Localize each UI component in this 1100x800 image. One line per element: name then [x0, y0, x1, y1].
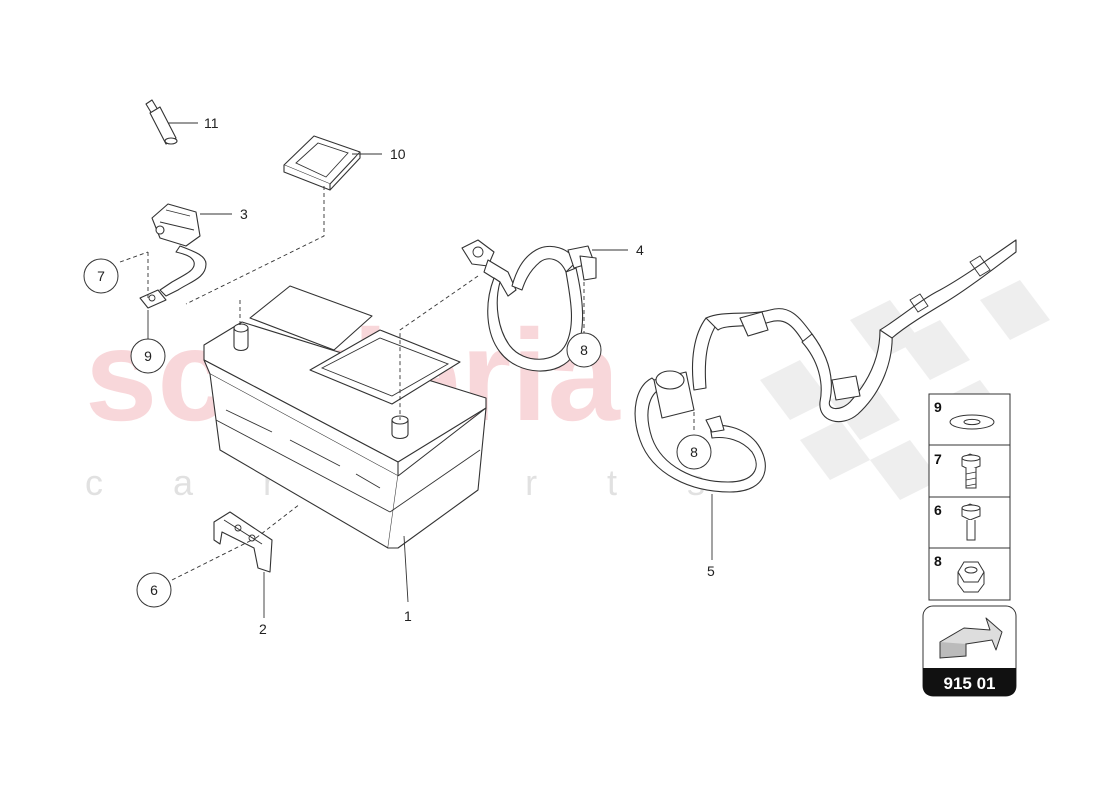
bolt-icon — [961, 453, 981, 489]
circle-callout-8a-label: 8 — [580, 342, 588, 358]
washer-icon — [949, 414, 995, 430]
group-code-box[interactable]: 915 01 — [922, 605, 1017, 697]
nut-icon — [957, 561, 985, 593]
fuse-connector-part — [139, 203, 207, 309]
legend-num-2: 7 — [934, 451, 942, 467]
pin-part — [145, 99, 178, 145]
assembly-lines — [119, 186, 695, 581]
circle-callout-9-label: 9 — [144, 348, 152, 364]
circle-callout-6-label: 6 — [150, 582, 158, 598]
callout-1: 1 — [404, 608, 412, 624]
group-code-label: 915 01 — [944, 674, 996, 693]
circle-callout-7-label: 7 — [97, 268, 105, 284]
battery-part — [203, 285, 487, 549]
circle-callout-8b: 8 — [676, 434, 712, 470]
callout-11: 11 — [204, 115, 219, 131]
arrow-icon — [939, 617, 1003, 659]
legend-num-1: 9 — [934, 399, 942, 415]
legend-row-4: 8 — [934, 553, 985, 593]
main-cable-part — [634, 239, 1017, 493]
circle-callout-9: 9 — [130, 338, 166, 374]
callout-5: 5 — [707, 563, 715, 579]
circle-callout-8b-label: 8 — [690, 444, 698, 460]
legend-row-2: 7 — [934, 451, 981, 489]
legend-row-3: 6 — [934, 502, 981, 541]
legend-num-4: 8 — [934, 553, 942, 569]
leader-lines — [147, 122, 713, 618]
legend-num-3: 6 — [934, 502, 942, 518]
callout-3: 3 — [240, 206, 248, 222]
callout-2: 2 — [259, 621, 267, 637]
callout-4: 4 — [636, 242, 644, 258]
positive-cable-part — [461, 239, 597, 372]
circle-callout-6: 6 — [136, 572, 172, 608]
circle-callout-8a: 8 — [566, 332, 602, 368]
cover-part — [283, 135, 361, 191]
legend-row-1: 9 — [934, 399, 995, 430]
circle-callout-7: 7 — [83, 258, 119, 294]
legend-table: 9 7 6 8 — [928, 393, 1011, 601]
screw-icon — [961, 503, 981, 541]
callout-10: 10 — [390, 146, 406, 162]
battery-bracket-part — [213, 511, 273, 573]
